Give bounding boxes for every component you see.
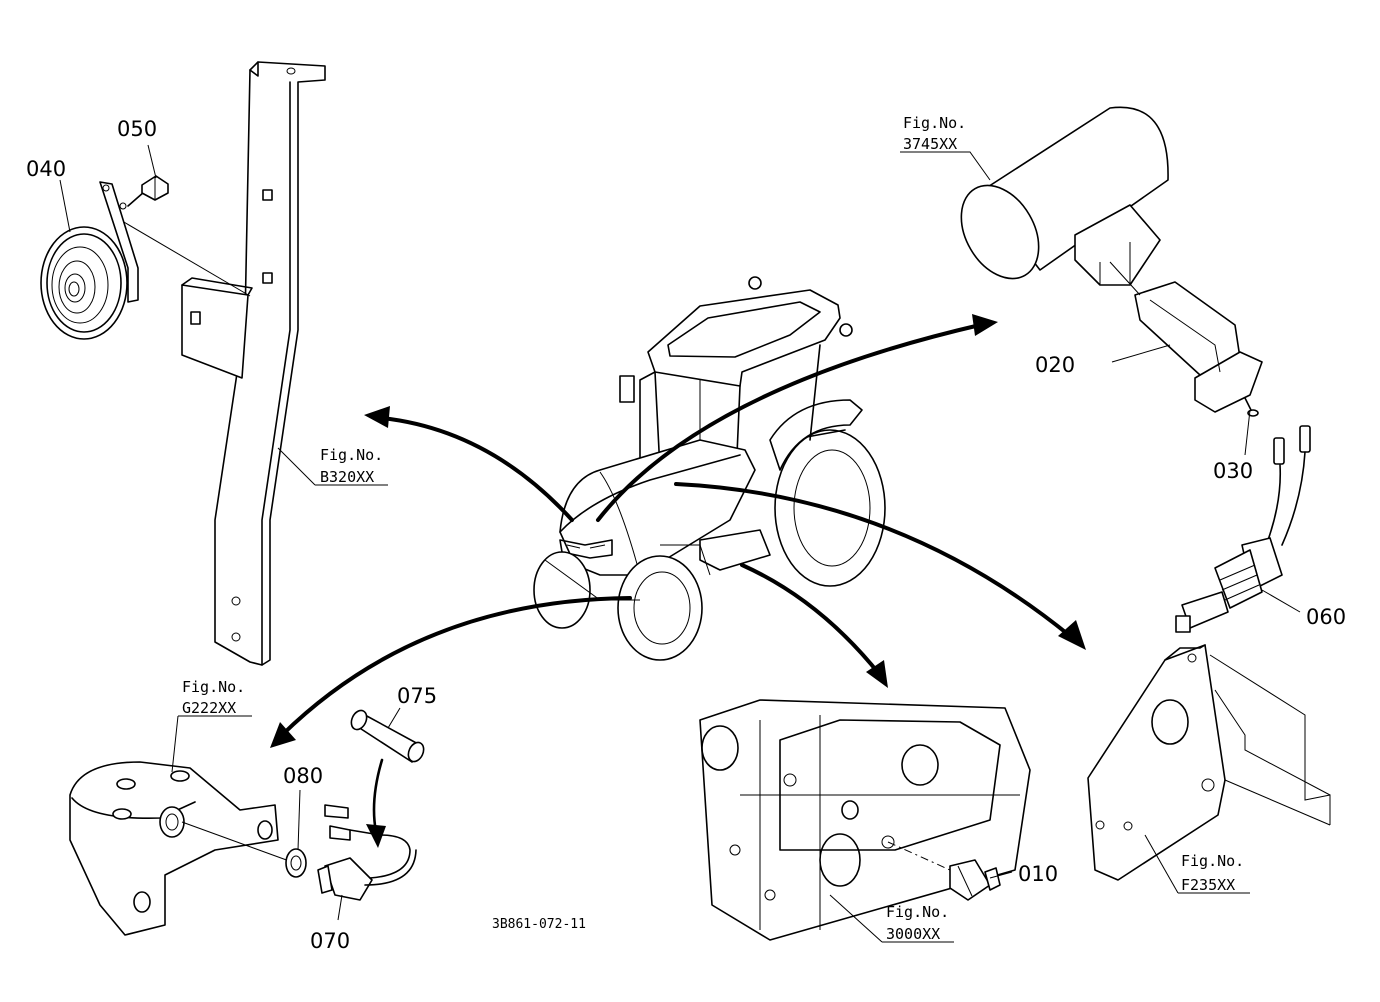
bolt-050 — [127, 175, 169, 207]
housing-g222 — [69, 761, 293, 936]
fig-number: 3000XX — [886, 925, 940, 943]
sensor-010 — [949, 859, 1001, 901]
engine-block-3000 — [699, 699, 1031, 941]
label-060: 060 — [1306, 605, 1346, 629]
fig-label: Fig.No. — [886, 903, 949, 921]
fig-label: Fig.No. — [903, 114, 966, 132]
washer-080 — [285, 848, 307, 878]
switch-070 — [317, 804, 417, 901]
label-010: 010 — [1018, 862, 1058, 886]
drawing-code: 3B861-072-11 — [492, 917, 586, 932]
label-050: 050 — [117, 117, 157, 141]
label-020: 020 — [1035, 353, 1075, 377]
fig-label: Fig.No. — [320, 446, 383, 464]
label-075: 075 — [397, 684, 437, 708]
air-cleaner-3745 — [960, 106, 1169, 286]
fig-label: Fig.No. — [1181, 852, 1244, 870]
sensor-020 — [1109, 261, 1263, 413]
label-040: 040 — [26, 157, 66, 181]
label-030: 030 — [1213, 459, 1253, 483]
label-070: 070 — [310, 929, 350, 953]
tractor — [533, 276, 886, 661]
leader-lines — [59, 144, 1301, 943]
switch-060 — [1175, 425, 1311, 633]
screw-030 — [1244, 397, 1259, 417]
fig-ref-b320: Fig.No. B320XX — [320, 446, 383, 486]
fig-label: Fig.No. — [182, 678, 245, 696]
sleeve-075 — [350, 709, 425, 763]
bracket-f235 — [1087, 644, 1331, 881]
fig-number: G222XX — [182, 699, 236, 717]
fig-ref-3745: Fig.No. 3745XX — [903, 114, 966, 153]
horn-040 — [40, 181, 139, 340]
fig-number: F235XX — [1181, 876, 1235, 894]
callout-arrows — [270, 314, 1086, 848]
bracket-b320 — [116, 61, 326, 666]
fig-ref-f235: Fig.No. F235XX — [1181, 852, 1244, 894]
fig-ref-3000: Fig.No. 3000XX — [886, 903, 949, 943]
label-080: 080 — [283, 764, 323, 788]
fig-number: B320XX — [320, 468, 374, 486]
fig-number: 3745XX — [903, 135, 957, 153]
fig-ref-g222: Fig.No. G222XX — [182, 678, 245, 717]
